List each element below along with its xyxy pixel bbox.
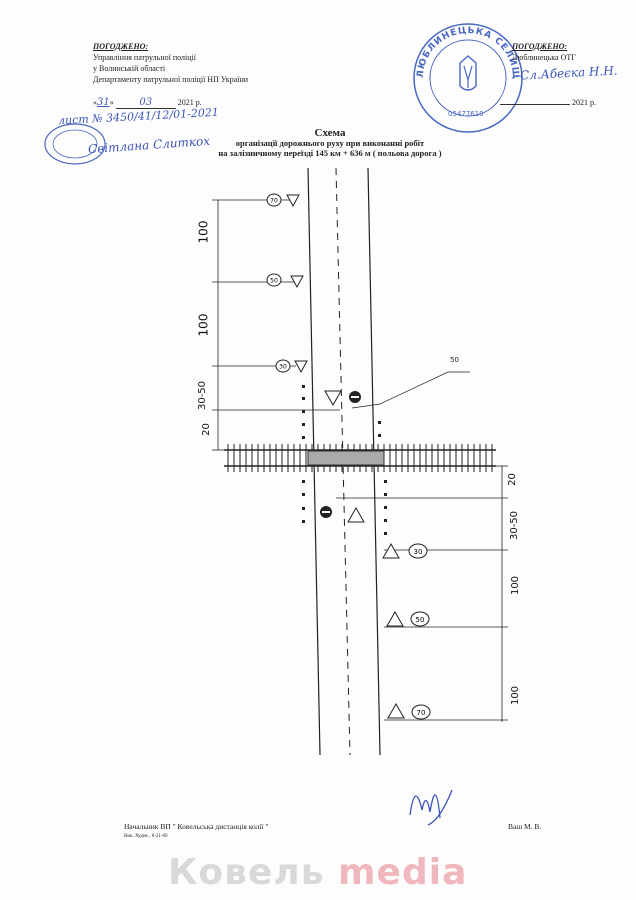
sign-group-bottom-50: 50 <box>386 610 430 627</box>
footer-right-text: Ваш М. В. <box>508 822 542 831</box>
speed-limit-icon <box>408 543 428 559</box>
speed-limit-icon <box>411 704 431 720</box>
dim-label-top-2: 100 <box>196 313 211 337</box>
seal-number: 05477610 <box>448 110 484 118</box>
sign-group-top-50: 50 <box>266 273 304 289</box>
footer-left-text: Начальник ВП " Ковельська дистанція колі… <box>124 822 269 831</box>
right-seal: ЛЮБЛИНЕЦЬКА СЕЛИЩНА 05477610 <box>404 11 528 138</box>
right-approval-block: ПОГОДЖЕНО: Люблинецька ОТГ <box>512 41 576 63</box>
road-works-icon <box>387 702 405 719</box>
watermark: Ковель media <box>168 852 467 893</box>
left-date-year: 2021 р. <box>177 98 202 107</box>
watermark-part2: media <box>338 852 468 893</box>
left-dimension-lines <box>212 199 340 451</box>
dim-label-top-4: 20 <box>200 423 212 436</box>
left-date-day: 31 <box>97 97 110 108</box>
seal-icon: ЛЮБЛИНЕЦЬКА СЕЛИЩНА <box>404 11 523 133</box>
left-stamp <box>40 120 110 168</box>
signature-icon <box>409 789 453 826</box>
dim-label-top-3: 30-50 <box>197 380 209 411</box>
left-approval-line3: Департаменту патрульної поліції НП Украї… <box>93 75 249 84</box>
road-works-icon <box>286 194 300 208</box>
road-works-icon <box>294 360 308 374</box>
speed-limit-value: 30 <box>414 548 423 556</box>
left-approval-line2: у Волинській області <box>93 64 166 73</box>
dim-label-bottom-3: 100 <box>510 575 522 596</box>
speed-limit-value: 30 <box>279 364 287 371</box>
watermark-part1: Ковель <box>168 852 325 893</box>
pointer-label: 50 <box>450 356 459 364</box>
speed-limit-value: 50 <box>416 616 425 624</box>
road-works-icon <box>290 275 304 289</box>
sign-group-top-30: 30 <box>275 359 308 374</box>
speed-limit-icon <box>275 359 291 373</box>
sign-group-bottom-70: 70 <box>387 702 431 720</box>
speed-limit-value: 50 <box>270 278 278 285</box>
left-approval-line1: Управління патрульної поліції <box>93 53 196 62</box>
road-works-icon <box>347 506 365 523</box>
sign-group-crossing-top <box>324 390 361 407</box>
dim-label-bottom-1: 20 <box>506 473 518 486</box>
right-approved-heading: ПОГОДЖЕНО: <box>512 42 568 51</box>
left-date-month: 03 <box>115 97 176 109</box>
right-date-year: 2021 р. <box>572 98 596 107</box>
scheme-title: Схема <box>314 127 346 139</box>
speed-limit-icon <box>266 193 282 207</box>
sign-group-top-70: 70 <box>266 193 300 208</box>
dim-label-top-1: 100 <box>196 220 211 244</box>
right-approval-line1: Люблинецька ОТГ <box>512 53 576 62</box>
speed-limit-icon <box>266 273 282 287</box>
scheme-subtitle-1: організації дорожнього руху при виконанн… <box>235 138 425 148</box>
left-approved-heading: ПОГОДЖЕНО: <box>93 42 149 51</box>
speed-limit-value: 70 <box>417 709 426 717</box>
left-approval-block: ПОГОДЖЕНО: Управління патрульної поліції… <box>93 41 248 85</box>
signature-scribble <box>400 770 460 830</box>
scheme-subtitle-2: на залізничному переїзді 145 км + 636 м … <box>218 148 442 158</box>
delineator-posts-bottom <box>302 480 387 535</box>
footer-small-text: Вик. Худик , 6-21-69 <box>124 834 168 839</box>
sign-group-crossing-bottom <box>320 506 365 523</box>
road-works-icon <box>324 390 342 407</box>
dim-label-bottom-4: 100 <box>510 685 522 706</box>
left-date-line: «31» 03 2021 р. <box>93 97 202 109</box>
right-dimension-lines <box>336 465 508 722</box>
road-works-icon <box>386 610 404 627</box>
speed-limit-value: 70 <box>270 198 278 205</box>
road-works-icon <box>382 542 400 559</box>
speed-limit-icon <box>410 611 430 627</box>
work-zone <box>307 450 385 466</box>
scheme-title-block: Схема організації дорожнього руху при ви… <box>180 127 480 159</box>
delineator-posts-top <box>302 385 381 439</box>
stamp-icon <box>44 123 106 165</box>
dim-label-bottom-2: 30-50 <box>509 510 521 541</box>
right-date-line: 2021 р. <box>500 97 596 108</box>
sign-group-bottom-30: 30 <box>382 542 428 559</box>
pointer-line <box>351 371 470 409</box>
road-centerline <box>335 167 351 756</box>
railway-track <box>224 444 496 472</box>
